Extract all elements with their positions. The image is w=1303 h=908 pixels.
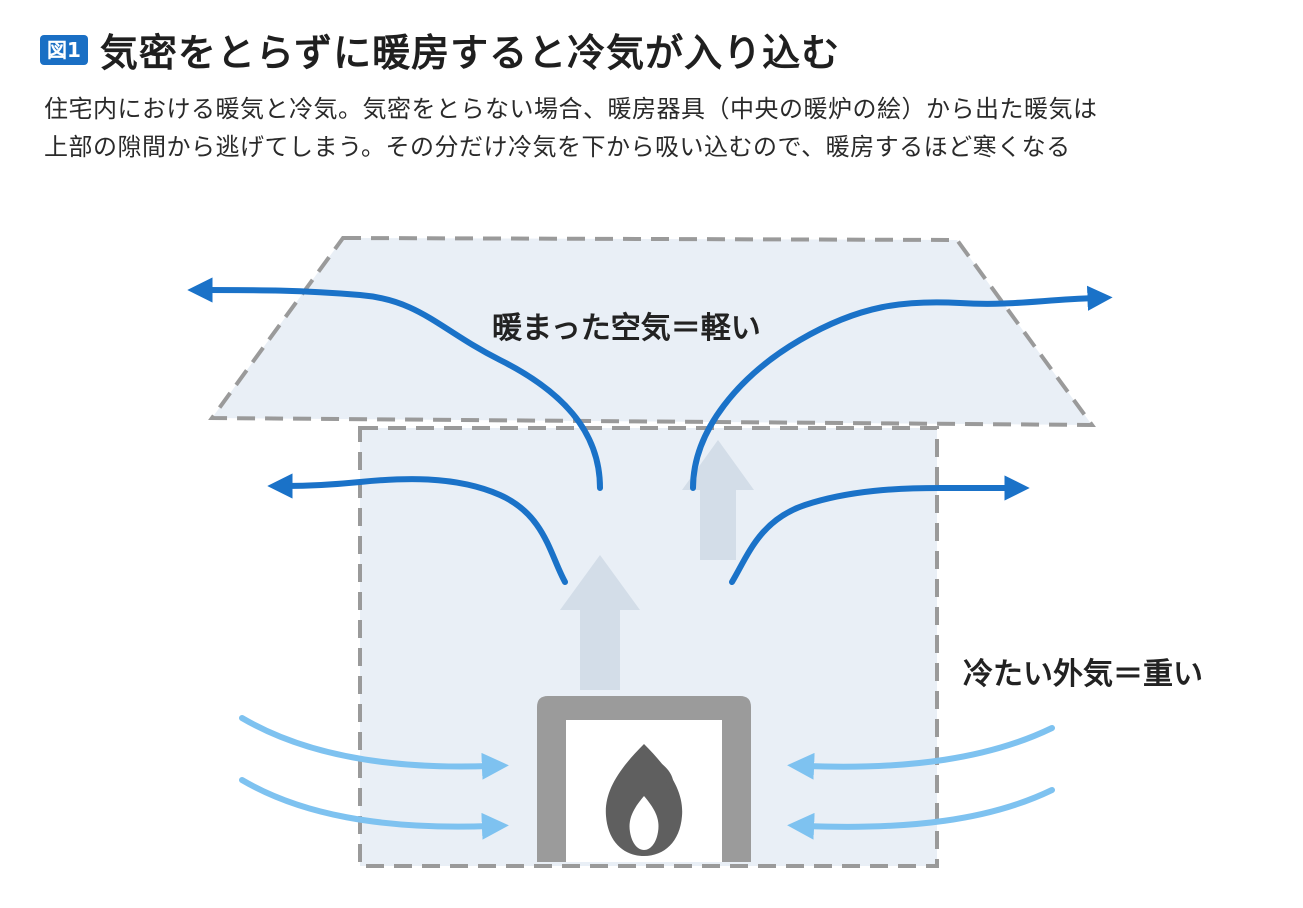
figure-title: 気密をとらずに暖房すると冷気が入り込む xyxy=(99,31,841,75)
heat-rise-arrow-right xyxy=(682,440,754,560)
cold-air-arrow-left-lower xyxy=(239,777,509,840)
figure-caption: 住宅内における暖気と冷気。気密をとらない場合、暖房器具（中央の暖炉の絵）から出た… xyxy=(44,90,1284,166)
cold-air-arrow-right-upper xyxy=(787,725,1055,780)
cold-air-arrow-left-upper xyxy=(239,715,509,780)
caption-line-2: 上部の隙間から逃げてしまう。その分だけ冷気を下から吸い込むので、暖房するほど寒く… xyxy=(44,133,1071,161)
flame-icon xyxy=(605,744,683,856)
warm-air-arrow-mid-left xyxy=(267,473,568,585)
warm-air-arrow-top-right xyxy=(690,285,1113,491)
house-roof xyxy=(208,235,1096,428)
fireplace-icon xyxy=(537,696,751,862)
caption-line-1: 住宅内における暖気と冷気。気密をとらない場合、暖房器具（中央の暖炉の絵）から出た… xyxy=(44,95,1098,123)
warm-air-label: 暖まった空気＝軽い xyxy=(492,311,761,346)
warm-air-arrow-top-left xyxy=(187,277,603,491)
heat-rise-arrow-left xyxy=(560,555,640,690)
warm-air-arrow-mid-right xyxy=(729,475,1030,585)
figure-number-badge: 図1 xyxy=(40,34,88,65)
cold-air-label: 冷たい外気＝重い xyxy=(963,657,1203,692)
cold-air-arrow-right-lower xyxy=(787,787,1055,840)
figure-header: 図1 気密をとらずに暖房すると冷気が入り込む xyxy=(40,22,840,77)
